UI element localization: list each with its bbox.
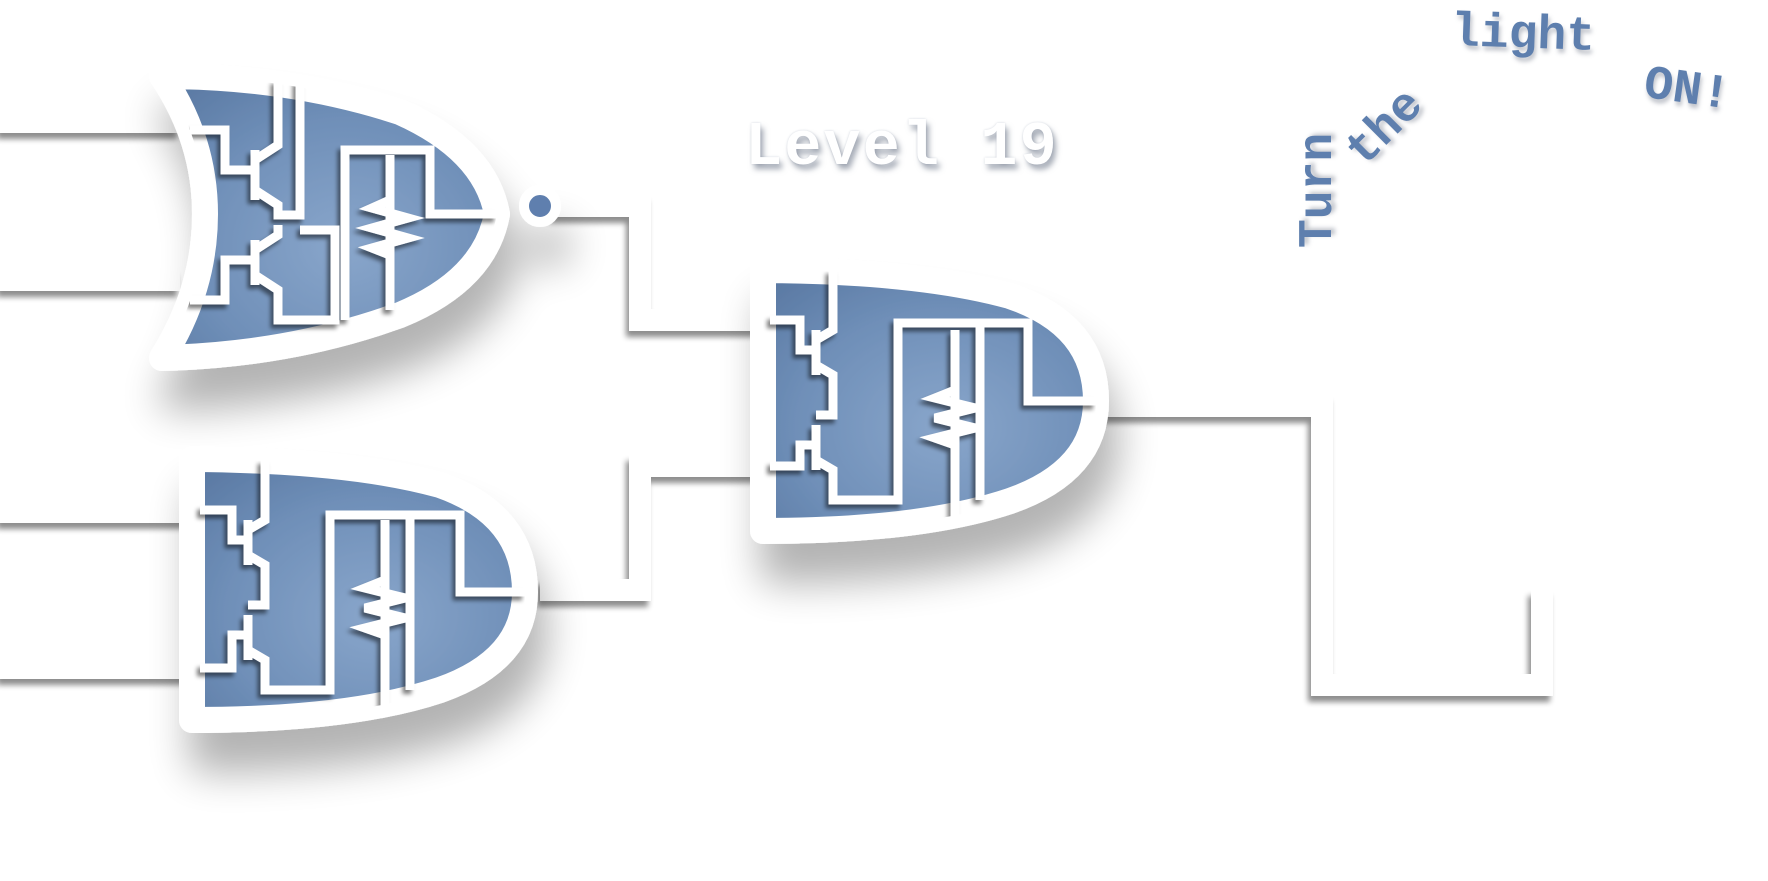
motto-word-light: light bbox=[1450, 6, 1596, 65]
and-gate-2-circuit-icon bbox=[770, 270, 1096, 525]
wire-and-to-and bbox=[540, 455, 770, 601]
input-wires bbox=[0, 111, 200, 679]
connection-wires bbox=[540, 195, 1553, 696]
wire-nor-to-and bbox=[552, 195, 770, 331]
level-title: Level 19 bbox=[745, 112, 1059, 183]
and-gate-2[interactable] bbox=[750, 257, 1109, 544]
motto-word-turn: Turn bbox=[1292, 132, 1346, 248]
nor-gate[interactable] bbox=[149, 63, 561, 371]
and-gate-1-circuit-icon bbox=[200, 460, 525, 715]
nor-gate-inverter-bubble bbox=[519, 185, 561, 227]
and-gate-1[interactable] bbox=[179, 446, 538, 733]
nor-gate-circuit-icon bbox=[190, 80, 497, 325]
wire-and-to-lamp bbox=[1100, 395, 1553, 696]
